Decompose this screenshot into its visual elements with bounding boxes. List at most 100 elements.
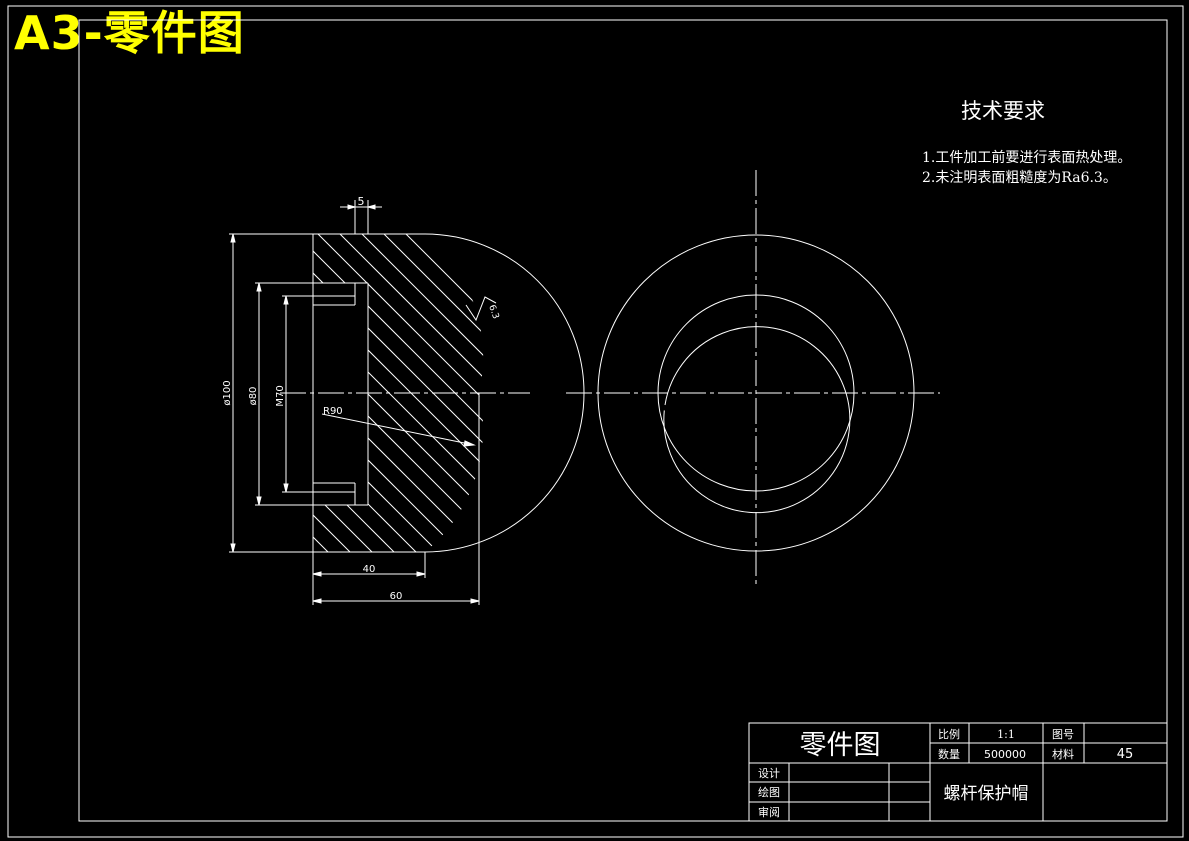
hatch-line [313,234,484,393]
hatch-line [0,200,222,600]
hatch-line [0,200,288,600]
hatch-line [790,200,1189,600]
hatch-line [944,200,1189,600]
roughness-symbol [465,296,497,322]
dimension-labels: 5 ø100 ø80 M70 R90 6.3 40 60 [222,195,500,602]
hatch-line [349,234,484,393]
hatch-line [313,393,484,552]
title-block [748,722,1168,822]
hatch-line [313,393,484,552]
hatch-line [371,234,484,393]
hatch-line [900,200,1189,600]
hatch-line [768,200,1168,600]
hatch-line [0,200,200,600]
hatch-line [746,200,1146,600]
hatch-line [966,200,1189,600]
hatch-line [313,234,484,393]
hatch-line [313,393,484,552]
material-label: 材料 [1052,747,1074,761]
hatch-line [313,393,484,552]
hatch-line [680,200,1080,600]
hatch-line [0,200,310,600]
hatch-line [313,234,484,393]
hatch-line [724,200,1124,600]
dim-roughness: 6.3 [486,304,500,321]
part-name: 螺杆保护帽 [944,784,1029,804]
hatch-line [313,393,484,552]
hatch-line [313,393,443,552]
review-label: 审阅 [758,805,780,819]
inner-border [78,19,1168,822]
scale-value: 1:1 [997,728,1015,741]
title-block-drawing-type: 零件图 [800,730,881,761]
draw-label: 绘图 [758,785,780,799]
hatch-line [437,393,484,552]
hatch-line [313,393,355,552]
hatch-line [922,200,1189,600]
hatch-line [592,200,992,600]
hatch-line [0,200,222,600]
design-label: 设计 [758,767,780,780]
hatch-line [900,200,1189,600]
thread-root-arc [663,326,851,514]
dim-40: 40 [363,564,376,575]
hatch-line [812,200,1189,600]
hatch-line [922,200,1189,600]
hatch-line [658,200,1058,600]
hatch-line [878,200,1189,600]
hatch-line [313,393,484,552]
part-outline [312,233,585,553]
quantity-label: 数量 [938,748,960,761]
hatch-line [0,200,244,600]
material-value: 45 [1117,747,1134,762]
scale-label: 比例 [938,727,960,741]
hatch-line [548,200,948,600]
hatch-line [459,234,484,393]
hatch-line [834,200,1189,600]
hatch-line [570,200,970,600]
hatch-line [966,200,1189,600]
hatch-line [313,393,465,552]
hatch-line [313,234,355,393]
hatch-line [570,200,970,600]
hatch-line [636,200,1036,600]
sheet-title: A3-零件图 [14,6,245,60]
tech-requirements: 技术要求 1.工件加工前要进行表面热处理。 2.未注明表面粗糙度为Ra6.3。 [922,99,1131,186]
hatch-line [313,393,377,552]
hatch-line [437,234,484,393]
quantity-value: 500000 [984,748,1026,761]
hatch-line [393,393,484,552]
tech-requirement-2: 2.未注明表面粗糙度为Ra6.3。 [922,170,1117,186]
hatch-line [702,200,1102,600]
hatch-line [878,200,1189,600]
hatch-line [0,200,288,600]
dim-dia-100: ø100 [222,380,233,405]
hatch-line [0,200,200,600]
tech-requirement-1: 1.工件加工前要进行表面热处理。 [922,149,1131,166]
hatch-upper [0,200,1189,600]
hatch-line [856,200,1189,600]
hatch-line [481,234,484,393]
hatch-line [790,200,1189,600]
hatch-line [548,200,948,600]
end-view [566,170,940,588]
dim-radius-r90: R90 [323,406,343,417]
tech-requirements-heading: 技术要求 [961,99,1045,123]
hatch-line [313,234,484,393]
hatch-line [313,393,399,552]
hatch-line [724,200,1124,600]
hatch-lower [0,200,1189,600]
dim-thread-m70: M70 [275,385,286,406]
hatch-line [636,200,1036,600]
dim-dia-80: ø80 [248,387,259,406]
outer-border [7,5,1184,838]
title-block-text: 零件图 比例 1:1 图号 数量 500000 材料 45 设计 绘图 审阅 螺… [758,727,1133,819]
hatch-line [327,234,484,393]
hatch-line [702,200,1102,600]
section-view [0,200,1189,605]
hatch-line [592,200,992,600]
drawing-no-label: 图号 [1052,728,1074,741]
hatch-line [313,234,377,393]
hatch-line [944,200,1189,600]
hatch-line [313,393,484,552]
